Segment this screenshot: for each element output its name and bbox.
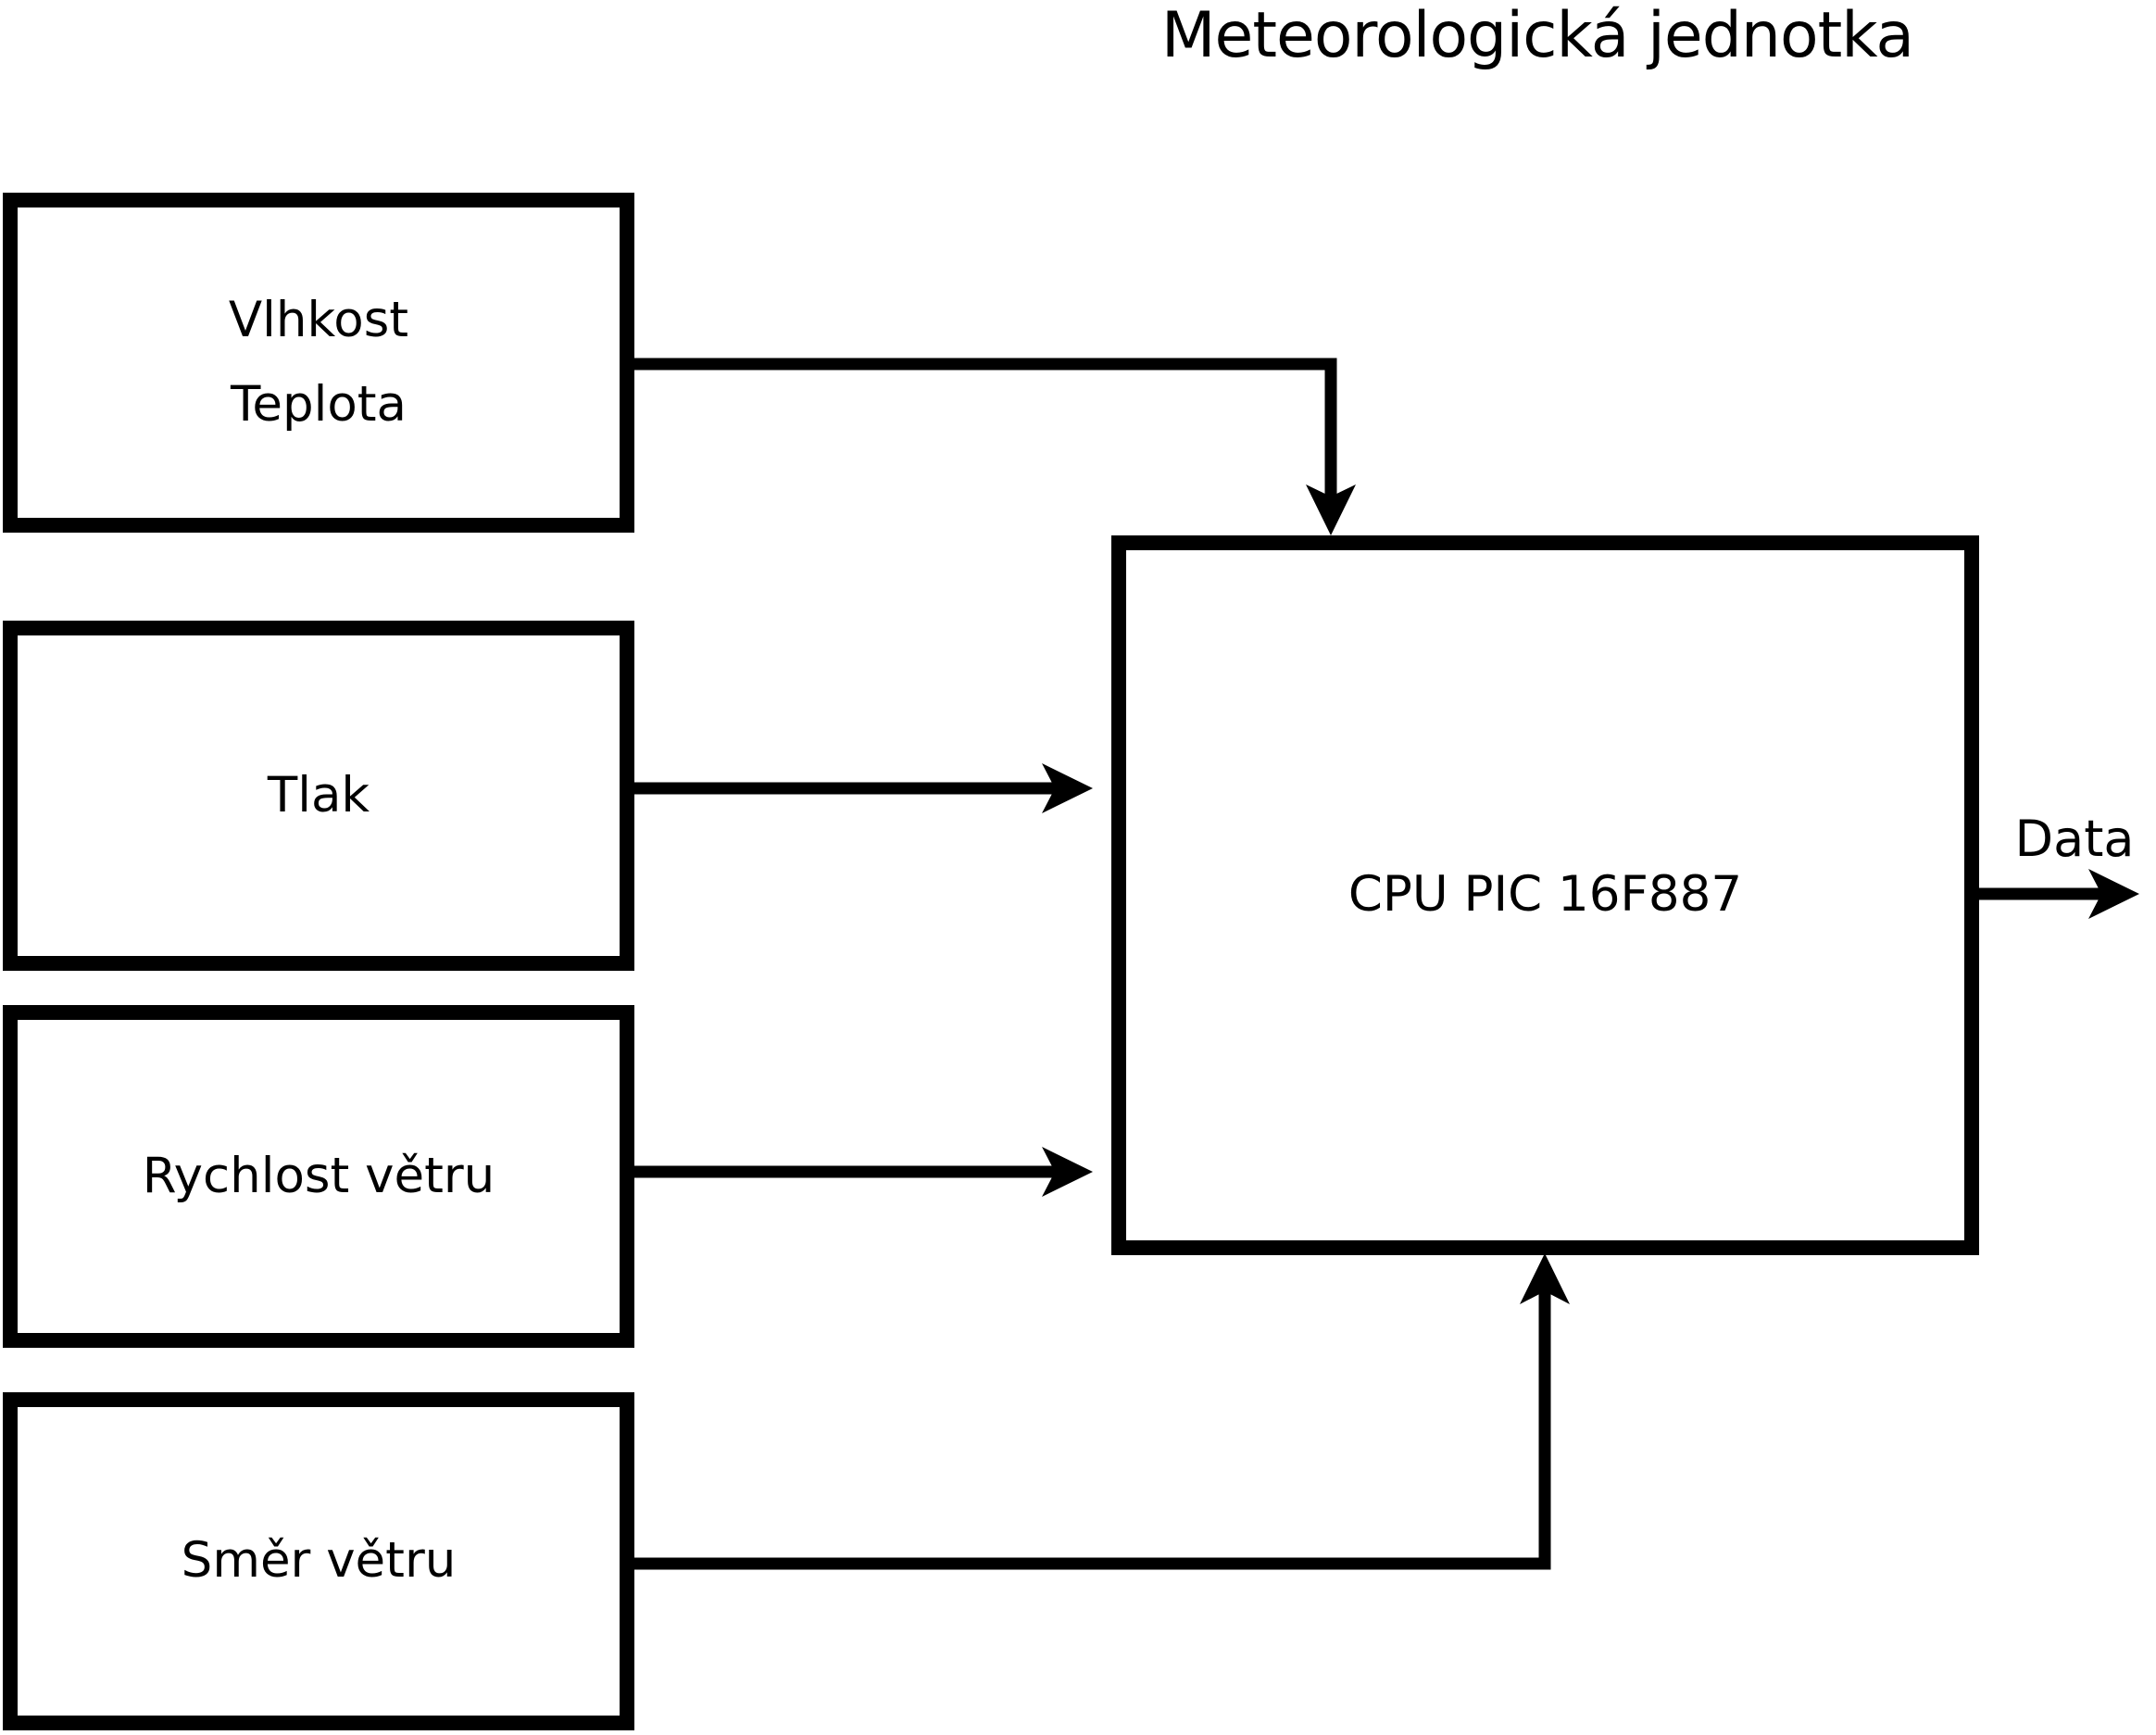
sensor-box-smer-vetru: Směr větru: [3, 1392, 634, 1730]
diagram-title: Meteorologická jednotka: [1160, 0, 1914, 72]
arrowhead-down-icon: [1306, 484, 1356, 535]
connector-vlhkost-to-cpu: [634, 358, 1337, 500]
arrowhead-up-icon: [1520, 1253, 1570, 1304]
sensor-label-rychlost-vetru: Rychlost větru: [142, 1147, 495, 1204]
sensor-box-vlhkost-teplota: Vlhkost Teplota: [3, 193, 634, 533]
sensor-label-teplota: Teplota: [230, 375, 407, 433]
sensor-label-vlhkost: Vlhkost: [228, 292, 409, 349]
data-output-label: Data: [2014, 810, 2135, 868]
sensor-box-rychlost-vetru: Rychlost větru: [3, 1005, 634, 1348]
sensor-label-smer-vetru: Směr větru: [181, 1532, 457, 1590]
connector-smer-to-cpu: [634, 1289, 1551, 1570]
arrowhead-right-icon: [1042, 1147, 1093, 1197]
arrowhead-right-icon: [1042, 763, 1093, 813]
cpu-label: CPU PIC 16F887: [1348, 866, 1743, 924]
cpu-box: CPU PIC 16F887: [1111, 535, 1979, 1255]
arrowhead-right-icon: [2088, 869, 2139, 919]
sensor-label-tlak: Tlak: [267, 766, 370, 823]
sensor-box-tlak: Tlak: [3, 621, 634, 971]
